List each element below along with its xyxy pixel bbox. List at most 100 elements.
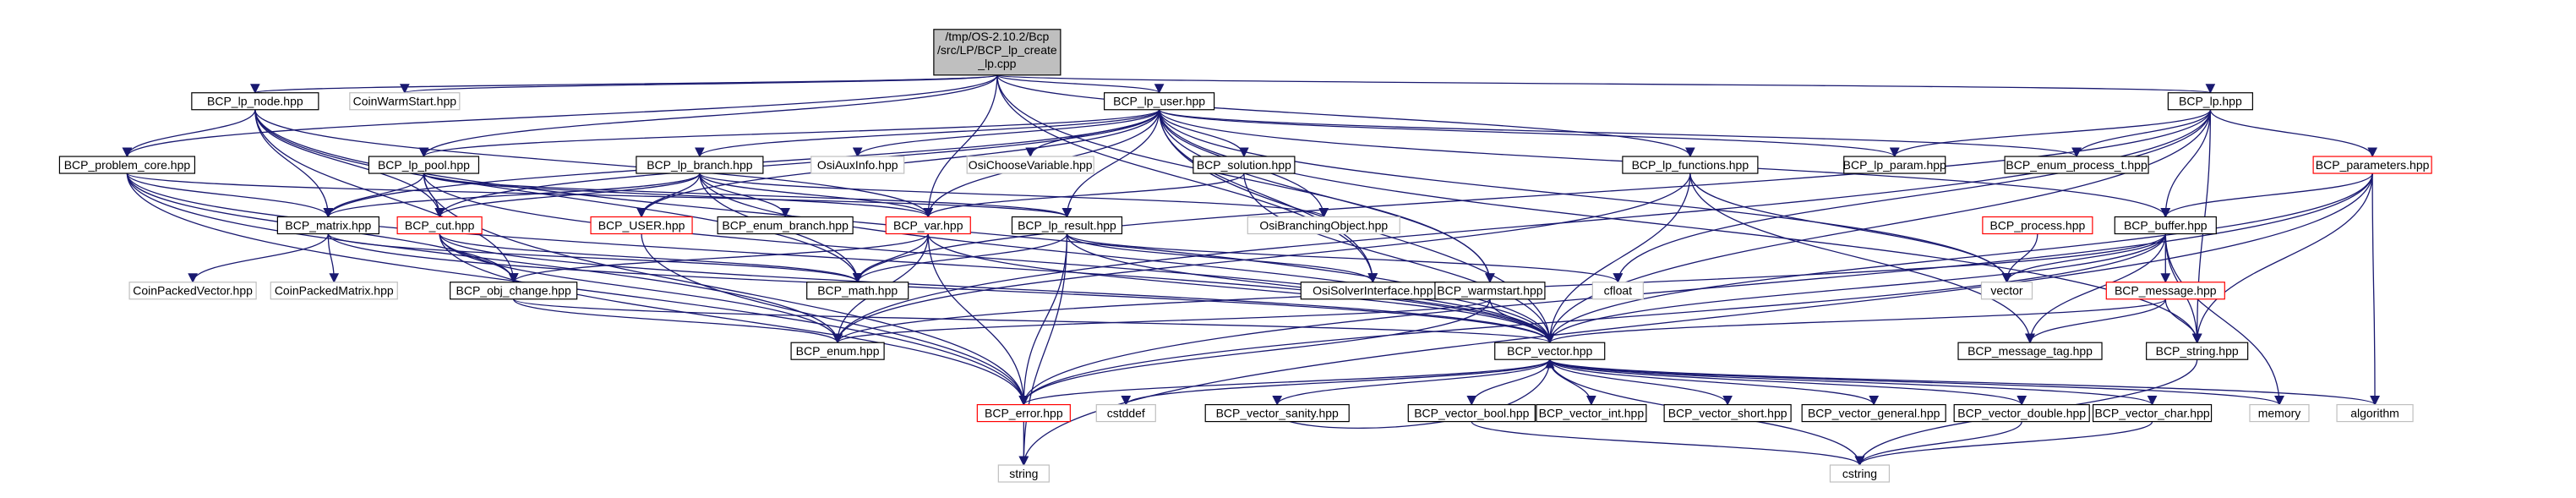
- include-edges: [122, 74, 2380, 467]
- node-bcp-message-tag[interactable]: BCP_message_tag.hpp: [1957, 342, 2103, 360]
- edge-bcp_cut-to-bcp_math: [439, 233, 863, 283]
- node-label: BCP_lp_pool.hpp: [378, 158, 470, 172]
- node-label: OsiBranchingObject.hpp: [1259, 218, 1388, 232]
- node-bcp-lp-result[interactable]: BCP_lp_result.hpp: [1011, 216, 1123, 235]
- edge-bcp_lp_user-to-bcp_lp_param: [1158, 109, 1900, 158]
- edge-bcp_lp-to-bcp_enum: [832, 109, 2212, 344]
- node-bcp-lp-node[interactable]: BCP_lp_node.hpp: [191, 92, 319, 111]
- edge-bcp_lp_user-to-bcp_warmstart: [1158, 109, 1495, 283]
- node-label: string: [1009, 467, 1038, 480]
- edge-bcp_lp_branch-to-bcp_var: [699, 172, 933, 218]
- edge-bcp_lp_node-to-bcp_cut: [254, 109, 445, 218]
- node-bcp-error[interactable]: BCP_error.hpp: [976, 403, 1071, 423]
- edge-bcp_warmstart-to-bcp_error: [1018, 298, 1491, 406]
- node-bcp-enum[interactable]: BCP_enum.hpp: [790, 342, 885, 360]
- edge-bcp_cut-to-bcp_obj_change: [439, 233, 519, 283]
- node-bcp-parameters[interactable]: BCP_parameters.hpp: [2312, 156, 2432, 174]
- node-bcp-vector-short[interactable]: BCP_vector_short.hpp: [1663, 403, 1792, 423]
- node-bcp-vector-sanity[interactable]: BCP_vector_sanity.hpp: [1204, 403, 1350, 423]
- node-box: [1536, 403, 1647, 423]
- node-bcp-lp-param[interactable]: BCP_lp_param.hpp: [1843, 156, 1946, 174]
- edge-root-to-bcp_lp: [996, 74, 2214, 94]
- node-box: [2114, 216, 2217, 235]
- node-box: [396, 216, 483, 235]
- node-bcp-enum-process-t[interactable]: BCP_enum_process_t.hpp: [2004, 156, 2149, 174]
- node-bcp-lp-user[interactable]: BCP_lp_user.hpp: [1103, 92, 1215, 111]
- edge-bcp_lp_functions-to-bcp_vector: [1544, 173, 1691, 344]
- edge-bcp_lp_pool-to-bcp_lp_result: [423, 172, 1072, 218]
- edge-bcp_var-to-bcp_vector: [927, 233, 1555, 344]
- node-bcp-message[interactable]: BCP_message.hpp: [2105, 282, 2225, 300]
- node-box: [1103, 92, 1215, 111]
- node-bcp-vector-general[interactable]: BCP_vector_general.hpp: [1801, 403, 1946, 423]
- node-bcp-lp-functions[interactable]: BCP_lp_functions.hpp: [1622, 156, 1759, 174]
- node-box: [2146, 342, 2249, 360]
- node-bcp-problem-core[interactable]: BCP_problem_core.hpp: [58, 156, 196, 174]
- node-bcp-solution[interactable]: BCP_solution.hpp: [1192, 156, 1296, 174]
- edge-root-to-bcp_lp_user: [996, 74, 1165, 94]
- node-label: BCP_lp_branch.hpp: [647, 158, 753, 172]
- node-bcp-string[interactable]: BCP_string.hpp: [2146, 342, 2249, 360]
- node-osi-solver-interface[interactable]: OsiSolverInterface.hpp: [1300, 282, 1445, 300]
- root-file-label: /tmp/OS-2.10.2/Bcp: [945, 30, 1049, 43]
- node-box: [997, 464, 1050, 483]
- node-bcp-lp-pool[interactable]: BCP_lp_pool.hpp: [368, 156, 480, 174]
- node-label: BCP_lp_functions.hpp: [1632, 158, 1749, 172]
- edge-bcp_lp_node-to-bcp_var: [254, 109, 933, 218]
- node-box: [1663, 403, 1792, 423]
- node-bcp-lp-branch[interactable]: BCP_lp_branch.hpp: [636, 156, 764, 174]
- node-label: BCP_problem_core.hpp: [64, 158, 191, 172]
- edge-bcp_lp_branch-to-osi_branching_object: [699, 172, 1329, 218]
- node-bcp-warmstart[interactable]: BCP_warmstart.hpp: [1434, 282, 1546, 300]
- node-coin-packed-vector: CoinPackedVector.hpp: [128, 282, 257, 300]
- node-box: [2092, 403, 2213, 423]
- node-box: [1591, 282, 1644, 300]
- node-box: [2105, 282, 2225, 300]
- edge-bcp_lp_node-to-bcp_problem_core: [122, 109, 256, 158]
- node-box: [2312, 156, 2432, 174]
- node-bcp-vector-int[interactable]: BCP_vector_int.hpp: [1536, 403, 1647, 423]
- edge-bcp_vector-to-bcp_error: [1018, 358, 1551, 406]
- include-nodes: /tmp/OS-2.10.2/Bcp/src/LP/BCP_lp_create_…: [58, 29, 2432, 483]
- edge-bcp_parameters-to-bcp_error: [1018, 173, 2373, 406]
- edge-bcp_lp-to-bcp_parameters: [2209, 109, 2377, 158]
- node-bcp-vector-bool[interactable]: BCP_vector_bool.hpp: [1407, 403, 1536, 423]
- edge-bcp_user-to-bcp_error: [641, 233, 1029, 406]
- node-bcp-vector[interactable]: BCP_vector.hpp: [1494, 342, 1606, 360]
- edge-bcp_vector_char-to-cstring: [1854, 421, 2153, 467]
- node-box: [933, 29, 1062, 76]
- edge-bcp_lp-to-bcp_math: [853, 109, 2212, 283]
- node-bcp-process[interactable]: BCP_process.hpp: [1982, 216, 2093, 235]
- edge-root-to-bcp_var: [923, 74, 998, 218]
- node-label: OsiSolverInterface.hpp: [1313, 284, 1433, 298]
- edge-bcp_lp-to-bcp_vector: [1544, 109, 2212, 344]
- edge-bcp_vector-to-bcp_vector_bool: [1466, 359, 1551, 406]
- node-bcp-lp[interactable]: BCP_lp.hpp: [2167, 92, 2253, 111]
- node-bcp-user[interactable]: BCP_USER.hpp: [590, 216, 693, 235]
- node-box: [1801, 403, 1946, 423]
- edge-bcp_lp-to-bcp_enum_process_t: [2071, 109, 2212, 158]
- edge-bcp_vector-to-bcp_vector_double: [1549, 358, 2027, 406]
- node-bcp-obj-change[interactable]: BCP_obj_change.hpp: [450, 282, 578, 300]
- edge-bcp_matrix-to-coin_packed_matrix: [327, 233, 340, 283]
- edge-bcp_lp_result-to-bcp_error: [1018, 233, 1068, 406]
- node-bcp-math[interactable]: BCP_math.hpp: [806, 282, 909, 300]
- node-box: [636, 156, 764, 174]
- node-label: BCP_cut.hpp: [405, 218, 475, 232]
- node-root[interactable]: /tmp/OS-2.10.2/Bcp/src/LP/BCP_lp_create_…: [933, 29, 1062, 76]
- node-label: BCP_solution.hpp: [1197, 158, 1291, 172]
- edge-bcp_lp-to-bcp_lp_param: [1890, 109, 2212, 158]
- node-box: [790, 342, 885, 360]
- node-bcp-enum-branch[interactable]: BCP_enum_branch.hpp: [717, 216, 854, 235]
- node-algorithm: algorithm: [2336, 403, 2414, 423]
- node-bcp-cut[interactable]: BCP_cut.hpp: [396, 216, 483, 235]
- node-bcp-vector-char[interactable]: BCP_vector_char.hpp: [2092, 403, 2213, 423]
- node-bcp-vector-double[interactable]: BCP_vector_double.hpp: [1953, 403, 2090, 423]
- edge-bcp_lp_pool-to-bcp_vector: [423, 173, 1555, 344]
- node-bcp-matrix[interactable]: BCP_matrix.hpp: [276, 216, 379, 235]
- node-bcp-var[interactable]: BCP_var.hpp: [885, 216, 971, 235]
- node-bcp-buffer[interactable]: BCP_buffer.hpp: [2114, 216, 2217, 235]
- edge-bcp_lp_result-to-string: [1018, 233, 1068, 467]
- node-label: BCP_vector_char.hpp: [2094, 407, 2209, 420]
- node-osi-aux-info: OsiAuxInfo.hpp: [810, 156, 905, 174]
